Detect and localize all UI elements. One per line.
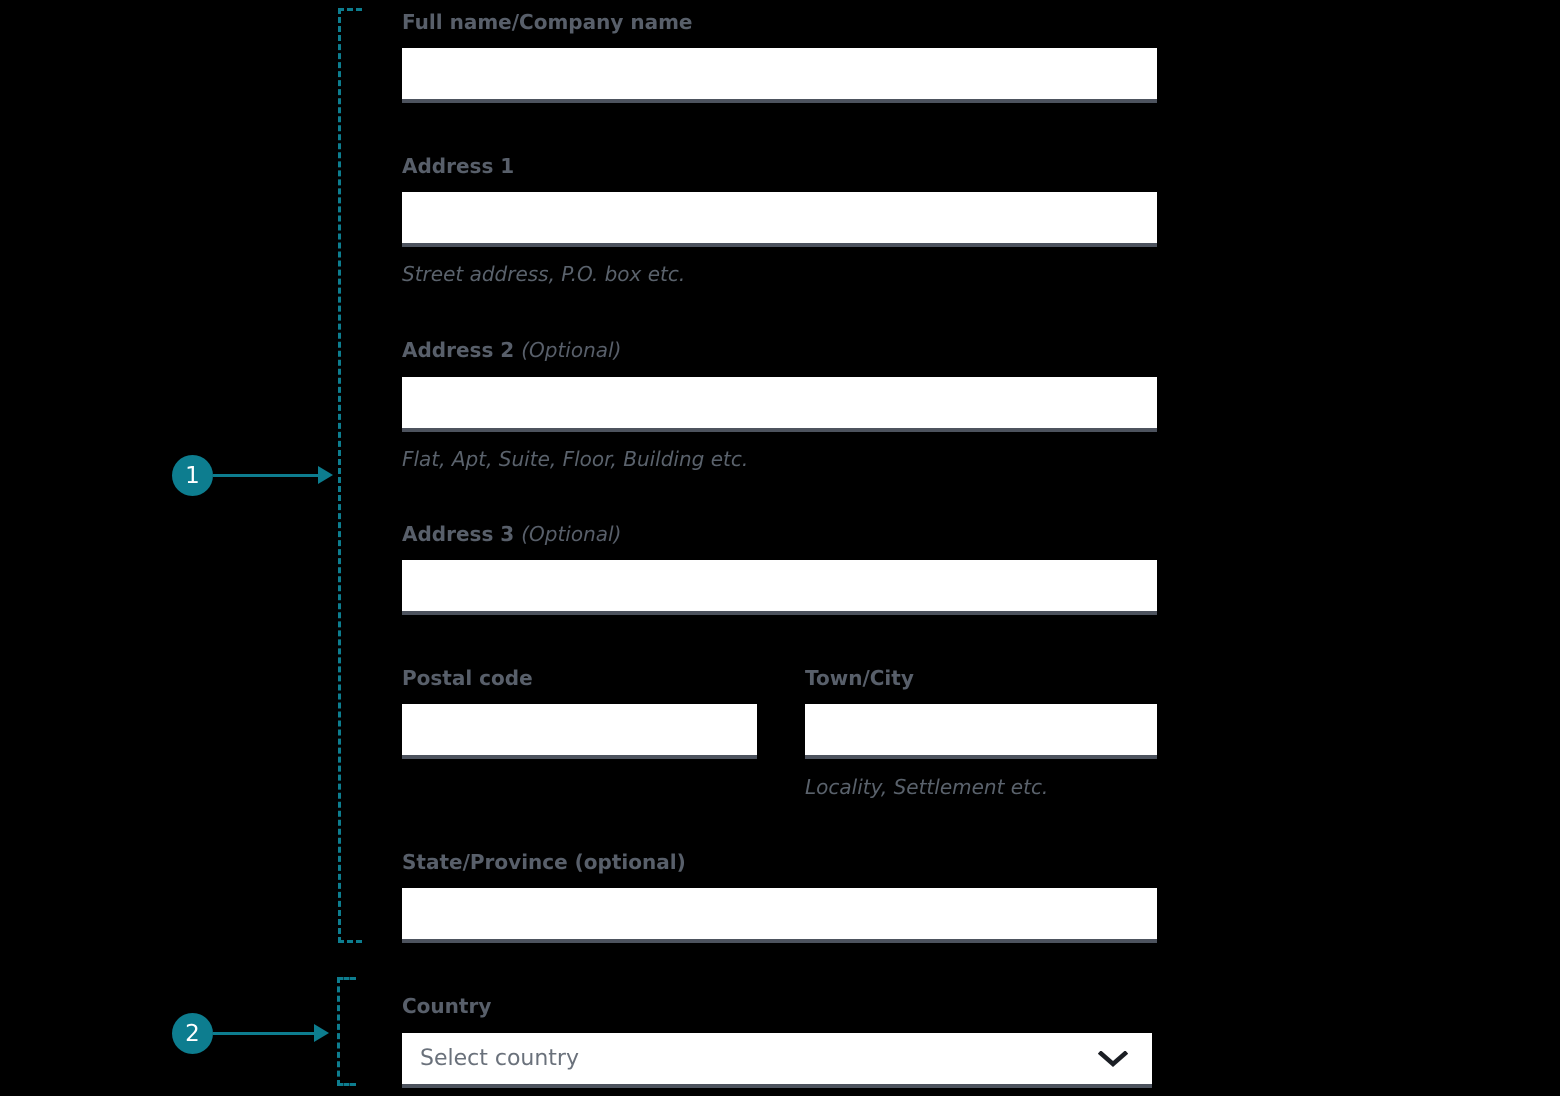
country-select[interactable]: Select country [402,1033,1152,1088]
address2-optional-text: (Optional) [521,338,622,362]
state-province-label: State/Province (optional) [402,850,686,874]
address3-label-text: Address 3 [402,522,515,546]
state-province-input[interactable] [402,888,1157,943]
address1-input[interactable] [402,192,1157,247]
annotation-arrow-2-line [213,1032,315,1035]
country-label: Country [402,994,492,1018]
annotation-marker-1-number: 1 [185,462,200,489]
chevron-down-icon [1098,1050,1134,1067]
address1-hint: Street address, P.O. box etc. [402,262,686,286]
address3-input[interactable] [402,560,1157,615]
annotation-bracket-group-2 [337,977,356,1086]
full-name-input[interactable] [402,48,1157,103]
town-city-hint: Locality, Settlement etc. [805,775,1049,799]
annotation-arrow-1-line [213,474,319,477]
country-select-value: Select country [420,1046,579,1071]
annotation-marker-2: 2 [172,1013,213,1054]
address3-optional-text: (Optional) [521,522,622,546]
annotation-marker-2-number: 2 [185,1020,200,1047]
address2-input[interactable] [402,377,1157,432]
address1-label: Address 1 [402,154,515,178]
annotation-arrow-1-head [318,466,333,484]
postal-code-input[interactable] [402,704,757,759]
annotation-marker-1: 1 [172,455,213,496]
address2-label-text: Address 2 [402,338,515,362]
full-name-label: Full name/Company name [402,10,693,34]
address3-label: Address 3 (Optional) [402,522,621,546]
town-city-label: Town/City [805,666,914,690]
annotation-bracket-group-1 [338,8,362,943]
postal-code-label: Postal code [402,666,533,690]
address2-label: Address 2 (Optional) [402,338,621,362]
annotation-arrow-2-head [314,1024,329,1042]
address2-hint: Flat, Apt, Suite, Floor, Building etc. [402,447,749,471]
town-city-input[interactable] [805,704,1157,759]
